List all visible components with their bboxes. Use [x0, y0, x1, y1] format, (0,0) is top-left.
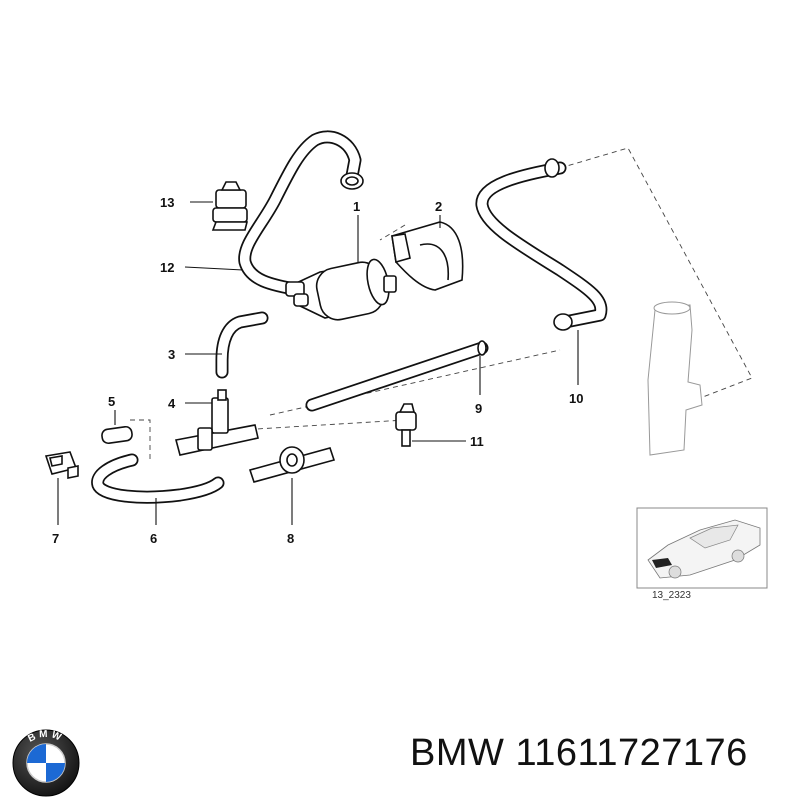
callout-8: 8	[287, 531, 294, 546]
brand-name: BMW	[410, 732, 505, 774]
svg-text:BMW: BMW	[26, 729, 65, 745]
straight-hose-part	[305, 340, 489, 412]
curved-hose-part	[91, 453, 225, 504]
hose-long-part	[475, 158, 608, 331]
callout-3: 3	[168, 347, 175, 362]
hose-upper-part	[238, 130, 364, 297]
callout-6: 6	[150, 531, 157, 546]
t-connector-part	[175, 389, 259, 456]
hose-sleeve-part	[101, 425, 133, 445]
callout-12: 12	[160, 260, 174, 275]
callout-9: 9	[475, 401, 482, 416]
callout-1: 1	[353, 199, 360, 214]
nozzle-clip-part	[44, 451, 79, 479]
reservoir-neck	[647, 301, 703, 456]
part-caption: BMW 11611727176	[410, 732, 790, 792]
callout-2: 2	[435, 199, 442, 214]
clip-part	[211, 181, 249, 231]
part-number: 11611727176	[515, 732, 748, 774]
callout-10: 10	[569, 391, 583, 406]
callout-4: 4	[168, 396, 176, 411]
grommet-part	[391, 221, 464, 291]
exploded-parts-diagram: 13 12 1 2 3 4 5 7 6 8 9 10 11 13_2323	[44, 130, 768, 601]
car-location-inset: 13_2323	[636, 507, 768, 601]
callout-7: 7	[52, 531, 59, 546]
callout-labels: 13 12 1 2 3 4 5 7 6 8 9 10 11	[52, 195, 583, 546]
check-valve-part	[248, 446, 336, 483]
screw-part	[395, 403, 417, 447]
bmw-logo-icon: BMW	[12, 729, 80, 797]
elbow-hose-part	[215, 311, 269, 379]
washer-pump-part	[285, 258, 397, 321]
callout-13: 13	[160, 195, 174, 210]
reference-code: 13_2323	[652, 590, 691, 601]
callout-11: 11	[470, 434, 484, 449]
leader-lines	[57, 201, 579, 525]
callout-5: 5	[108, 394, 115, 409]
